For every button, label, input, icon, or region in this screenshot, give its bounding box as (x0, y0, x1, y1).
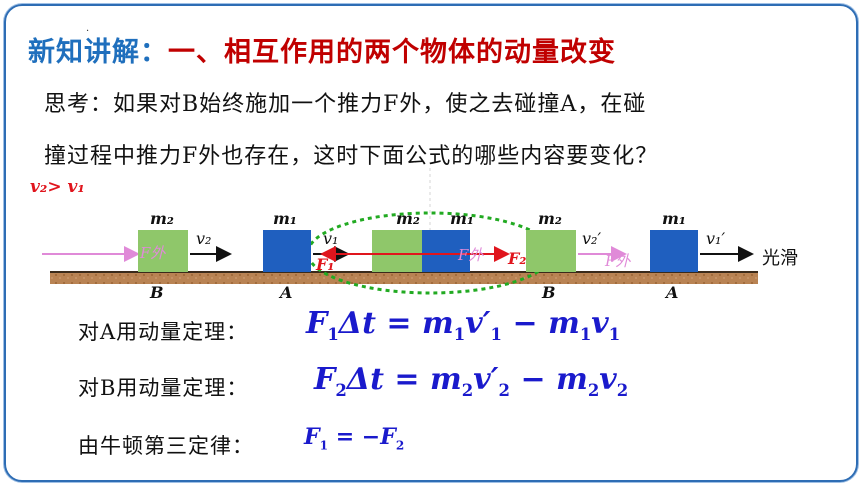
smooth-label: 光滑 (762, 248, 798, 269)
block-a-2 (422, 230, 470, 272)
formula-a-dt: Δt = (338, 306, 422, 341)
f-ext-label-2: F外 (457, 246, 484, 264)
formula-a-m2: m (548, 306, 580, 341)
mass-b-label-1: m₂ (150, 209, 174, 228)
formula-a-vp: v′ (465, 306, 491, 341)
block-b-3 (526, 230, 576, 272)
formula-b-minus: − (510, 362, 557, 397)
formula-b: F2Δt = m2v′2 − m2v2 (314, 362, 628, 400)
v2-label: v₂ (196, 229, 211, 248)
f-ext-label-1: F外 (139, 244, 166, 262)
condition-label: v₂> v₁ (30, 177, 85, 197)
block-a-1 (263, 230, 311, 272)
title-main: 一、相互作用的两个物体的动量改变 (168, 37, 616, 68)
mass-a-label-3: m₁ (662, 209, 686, 228)
title-prefix: 新知讲解： (28, 37, 168, 68)
formula-a-minus: − (502, 306, 549, 341)
formula-b-m-sub: 2 (461, 381, 474, 400)
formula-b-v-sub: 2 (616, 381, 629, 400)
formula-a-v-sub: 1 (608, 325, 621, 344)
label-b-3: B (541, 283, 556, 302)
f2-label: F₂ (507, 249, 526, 268)
third-law-f1-sub: 1 (319, 438, 329, 453)
mass-b-label-2: m₂ (396, 209, 420, 228)
third-law-f1: F (304, 424, 320, 450)
formula-a-v: v (591, 306, 609, 341)
formula-b-m: m (429, 362, 462, 397)
formula-b-vp-sub: 2 (498, 381, 511, 400)
formula-b-v: v (599, 362, 617, 397)
slide-frame (4, 4, 858, 482)
v1-prime-label: v₁′ (706, 229, 725, 248)
formula-a-label: 对A用动量定理： (78, 320, 249, 344)
v2-prime-label: v₂′ (582, 229, 601, 248)
formula-b-label: 对B用动量定理： (78, 376, 249, 400)
third-law-formula: F1 = −F2 (304, 424, 404, 452)
f-ext-label-3: F外 (604, 252, 631, 270)
formula-a: F1Δt = m1v′1 − m1v1 (306, 306, 620, 344)
block-a-3 (650, 230, 698, 272)
third-law-f2-sub: 2 (395, 438, 405, 453)
formula-b-f-sub: 2 (335, 381, 347, 400)
formula-a-m2-sub: 1 (579, 325, 592, 344)
third-law-label: 由牛顿第三定律： (78, 434, 254, 458)
formula-b-m2-sub: 2 (587, 381, 600, 400)
f1-label: F₁ (315, 255, 334, 274)
slide-title: 新知讲解：一、相互作用的两个物体的动量改变 (28, 30, 616, 69)
third-law-f2: F (380, 424, 396, 450)
block-b-2 (372, 230, 422, 272)
label-b-1: B (149, 283, 164, 302)
mass-b-label-3: m₂ (538, 209, 562, 228)
third-law-eq: = − (328, 424, 381, 450)
decorative-dot: · (86, 26, 90, 37)
mass-a-label-2: m₁ (450, 209, 474, 228)
formula-a-m: m (421, 306, 454, 341)
formula-b-f: F (314, 362, 336, 397)
collision-diagram: v₂> v₁ 光滑 F外 m₂ v₂ m₁ v₁ B A m₂ m₁ F₁ F₂… (30, 168, 798, 302)
formula-b-dt: Δt = (346, 362, 430, 397)
formula-b-vp: v′ (473, 362, 499, 397)
ground (50, 272, 758, 284)
formula-a-f: F (306, 306, 328, 341)
formula-a-m-sub: 1 (453, 325, 466, 344)
formula-a-vp-sub: 1 (490, 325, 503, 344)
label-a-3: A (664, 283, 678, 302)
think-line-2: 撞过程中推力F外也存在，这时下面公式的哪些内容要变化？ (44, 144, 659, 169)
formula-b-m2: m (556, 362, 588, 397)
block-b-1 (138, 230, 188, 272)
think-line-1: 思考：如果对B始终施加一个推力F外，使之去碰撞A，在碰 (44, 92, 647, 117)
formula-a-f-sub: 1 (327, 325, 339, 344)
label-a-1: A (278, 283, 292, 302)
mass-a-label-1: m₁ (273, 209, 297, 228)
v1-label: v₁ (323, 229, 338, 248)
